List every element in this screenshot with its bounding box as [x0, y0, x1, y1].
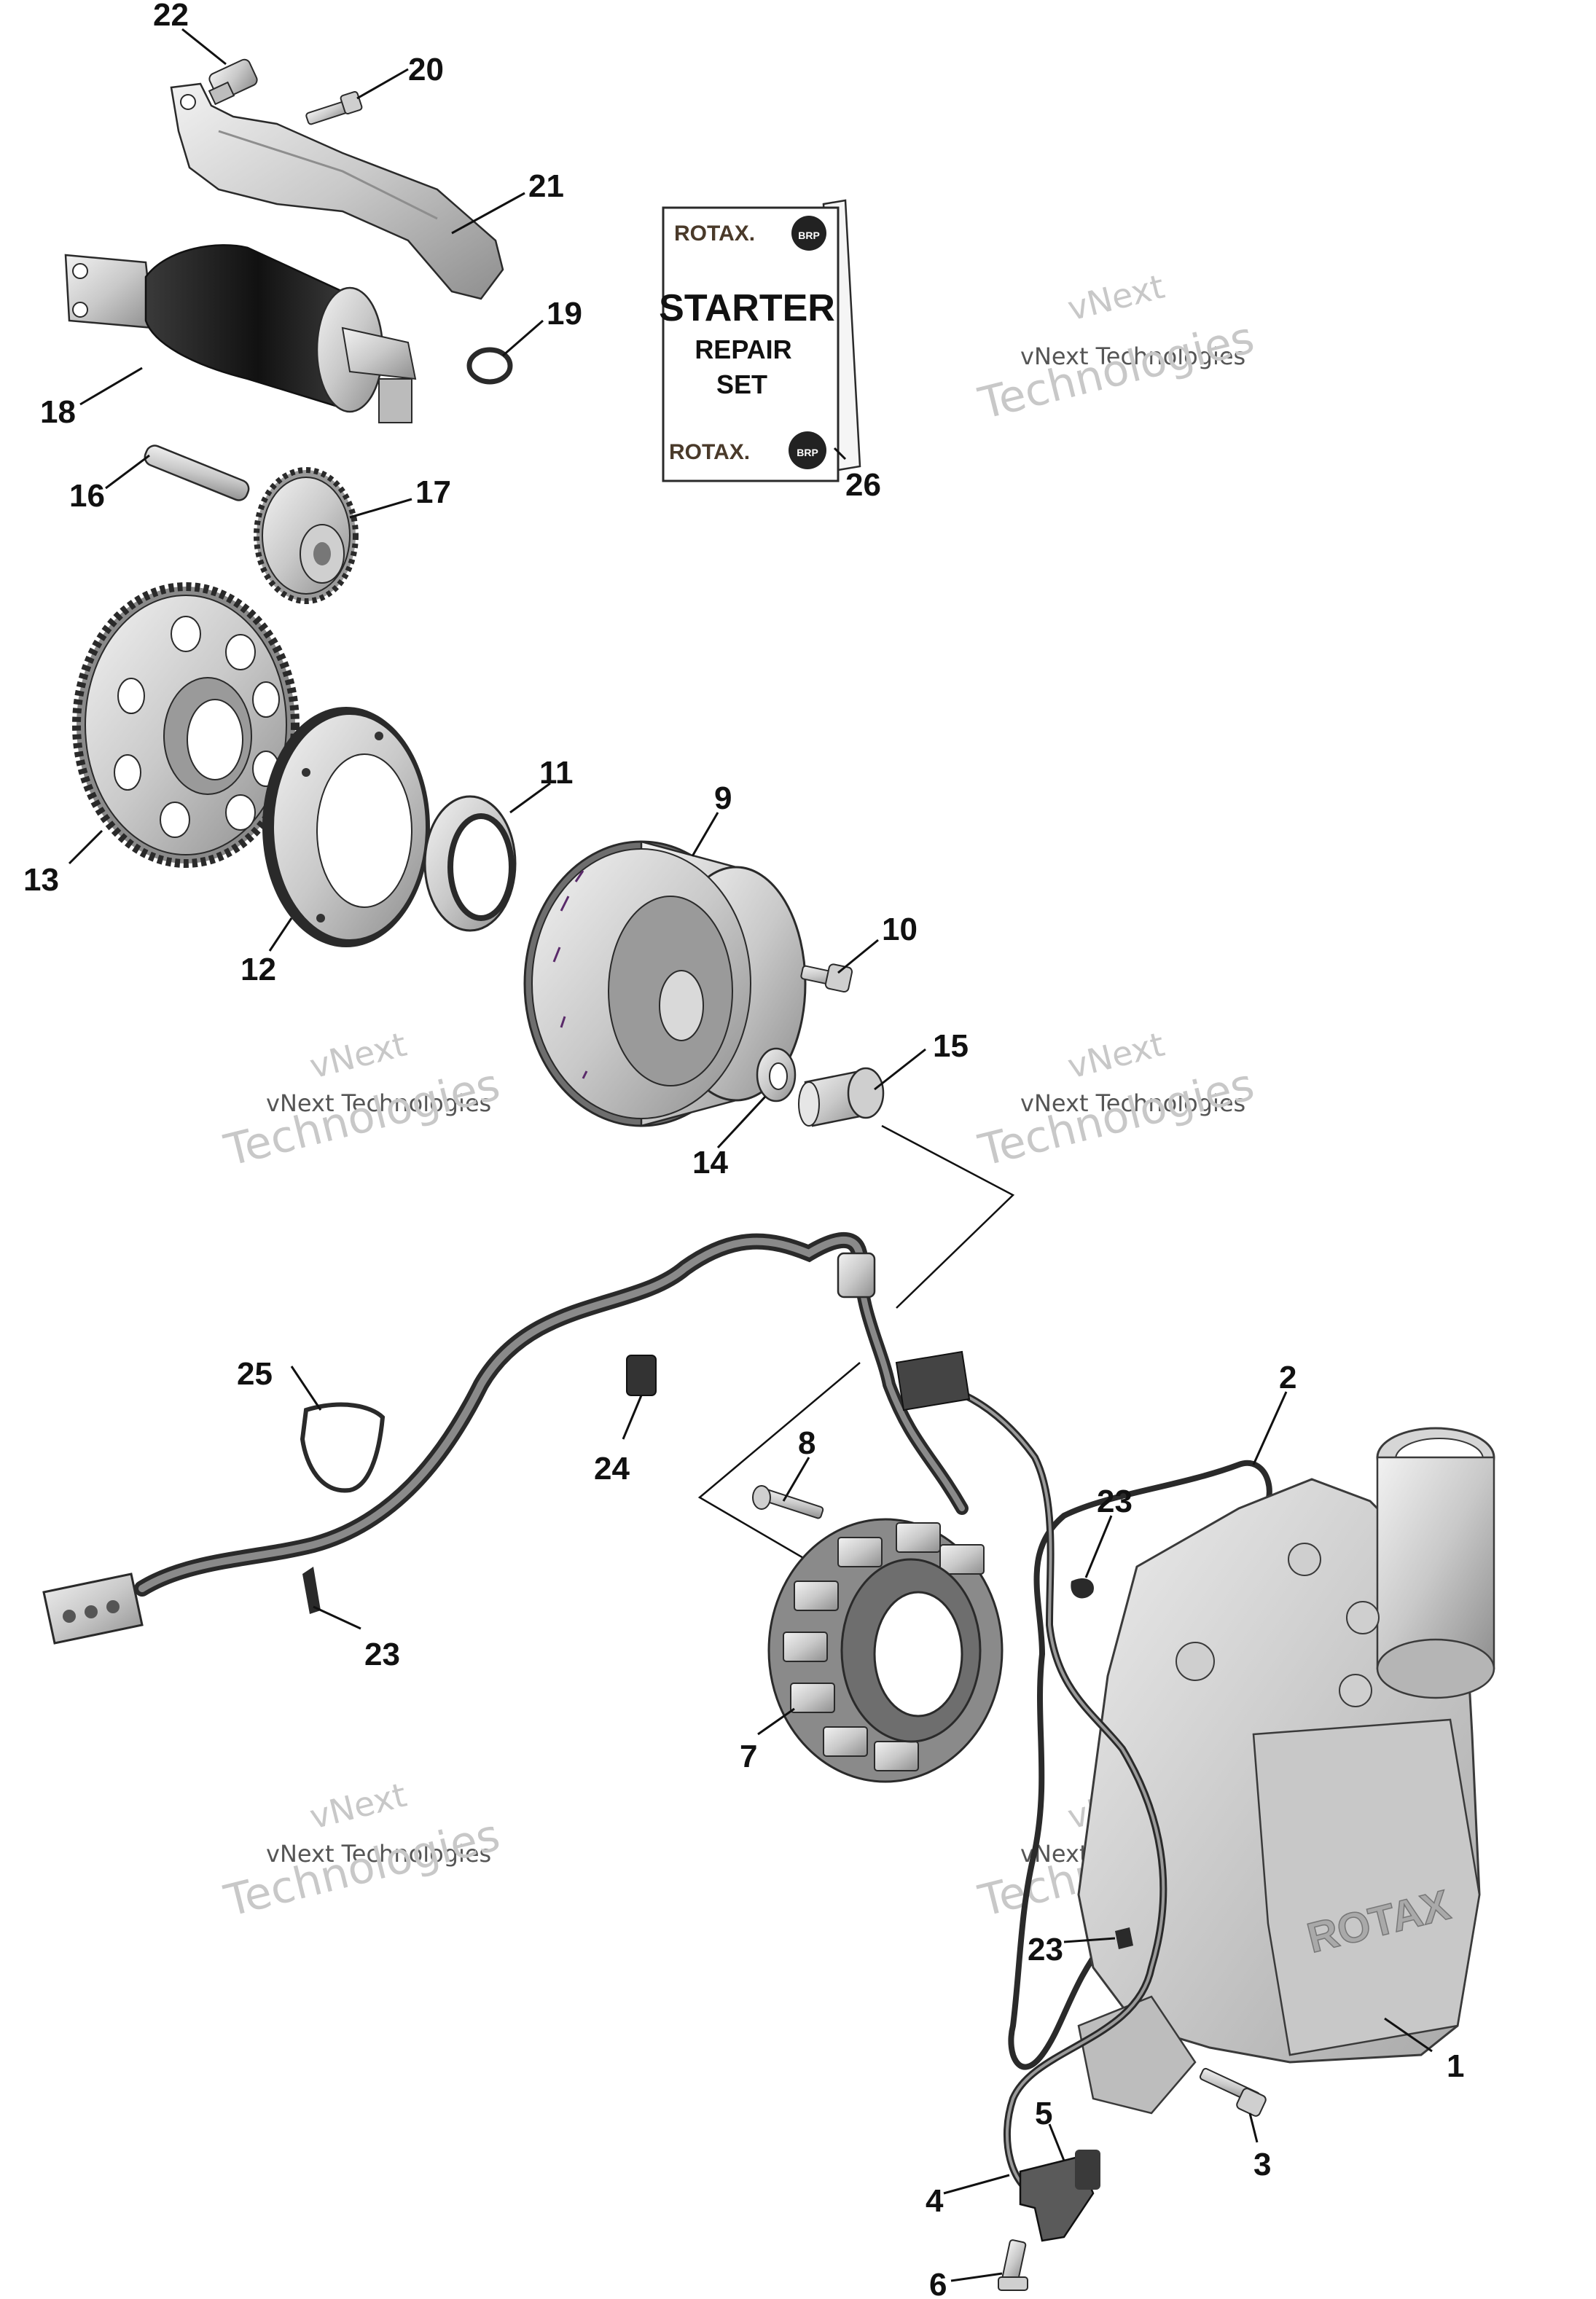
callout-23-upper[interactable]: 23 [1097, 1484, 1133, 1519]
kit-card-line3: SET [716, 369, 767, 399]
callout-9[interactable]: 9 [714, 780, 732, 816]
watermark-top-right: vNext vNext Technologies Technologies [974, 267, 1259, 430]
part-4-sensor-wire[interactable] [895, 1350, 1167, 2197]
svg-text:vNext Technologies: vNext Technologies [1020, 1089, 1245, 1117]
callout-11[interactable]: 11 [539, 755, 574, 791]
brp-badge-bottom [789, 431, 826, 469]
part-8-screw[interactable] [752, 1485, 824, 1519]
part-3-bolt[interactable] [1199, 2067, 1267, 2118]
callout-10[interactable]: 10 [882, 912, 918, 947]
callout-8[interactable]: 8 [798, 1425, 815, 1461]
part-18-starter-motor[interactable] [64, 244, 417, 423]
kit-card-line2: REPAIR [695, 334, 791, 364]
watermark-mid-right: vNext vNext Technologies Technologies [974, 1025, 1259, 1177]
callout-7[interactable]: 7 [740, 1739, 757, 1774]
callout-26[interactable]: 26 [845, 467, 881, 503]
kit-card-title: STARTER [659, 287, 835, 329]
callout-17[interactable]: 17 [415, 474, 451, 510]
part-26-repair-kit-card[interactable]: ROTAX. BRP STARTER REPAIR SET ROTAX. BRP [659, 199, 861, 482]
part-1-crankcase-cover[interactable]: ROTAX [1077, 1427, 1495, 2115]
watermark-mid-left: vNext vNext Technologies Technologies [219, 1025, 505, 1177]
part-10-bolt[interactable] [800, 963, 853, 993]
part-11-bearing-ring[interactable] [423, 795, 517, 932]
part-17-intermediate-gear[interactable] [254, 467, 359, 604]
part-21-bracket[interactable] [170, 82, 504, 300]
callout-3[interactable]: 3 [1253, 2147, 1271, 2182]
part-6-screw[interactable] [998, 2239, 1028, 2291]
callout-4[interactable]: 4 [926, 2183, 944, 2219]
callout-22[interactable]: 22 [153, 0, 189, 33]
part-14-washer[interactable] [756, 1047, 797, 1102]
part-9-rotor[interactable] [523, 840, 807, 1127]
part-13-ring-gear[interactable] [72, 582, 300, 868]
leader-lines [68, 28, 1433, 2282]
svg-text:Technologies: Technologies [974, 312, 1259, 429]
brp-badge-top [791, 216, 826, 251]
svg-text:vNext: vNext [1064, 267, 1168, 329]
kit-card-brand-top: ROTAX. [674, 222, 755, 246]
svg-text:vNext Technologies: vNext Technologies [1020, 342, 1245, 370]
callout-2[interactable]: 2 [1279, 1360, 1296, 1395]
part-23-clip-left[interactable] [302, 1567, 321, 1614]
callout-1[interactable]: 1 [1447, 2048, 1464, 2084]
callout-21[interactable]: 21 [528, 168, 564, 204]
callout-23-lower[interactable]: 23 [1028, 1932, 1063, 1967]
svg-text:BRP: BRP [797, 447, 818, 458]
svg-text:vNext Technologies: vNext Technologies [266, 1089, 491, 1117]
part-5-sensor[interactable] [1019, 2150, 1100, 2242]
svg-text:vNext: vNext [306, 1775, 410, 1837]
callout-14[interactable]: 14 [692, 1145, 728, 1180]
assembly-lines [697, 1124, 1015, 1575]
callout-13[interactable]: 13 [23, 862, 59, 898]
callout-20[interactable]: 20 [408, 52, 444, 87]
part-19-o-ring[interactable] [466, 347, 513, 385]
callout-15[interactable]: 15 [933, 1028, 969, 1064]
callout-6[interactable]: 6 [929, 2267, 947, 2299]
part-16-shaft[interactable] [142, 443, 251, 503]
watermark-bottom-left: vNext vNext Technologies Technologies [219, 1775, 505, 1927]
svg-text:vNext: vNext [1064, 1025, 1168, 1086]
svg-text:Technologies: Technologies [219, 1059, 505, 1176]
callout-16[interactable]: 16 [69, 478, 105, 514]
callout-24[interactable]: 24 [594, 1451, 630, 1487]
callout-12[interactable]: 12 [240, 952, 276, 987]
svg-text:Technologies: Technologies [219, 1809, 505, 1927]
callout-18[interactable]: 18 [40, 394, 76, 430]
part-22-bolt[interactable] [208, 58, 259, 106]
part-23-clip-upper[interactable] [1071, 1578, 1094, 1599]
svg-text:BRP: BRP [798, 230, 820, 241]
callout-labels: 22 20 21 19 18 16 17 26 13 12 11 9 10 15… [23, 0, 1464, 2299]
callout-25[interactable]: 25 [237, 1356, 273, 1392]
kit-card-brand-bottom: ROTAX. [669, 440, 750, 464]
svg-text:Technologies: Technologies [974, 1059, 1259, 1176]
part-12-clutch-plate[interactable] [262, 707, 430, 947]
part-15-sleeve[interactable] [798, 1067, 885, 1127]
part-20-screw[interactable] [305, 90, 363, 125]
callout-19[interactable]: 19 [547, 296, 582, 332]
part-7-stator[interactable] [767, 1518, 1004, 1783]
svg-text:vNext Technologies: vNext Technologies [266, 1840, 491, 1868]
part-23-clip-lower[interactable] [1115, 1927, 1133, 1949]
svg-text:vNext: vNext [306, 1025, 410, 1086]
callout-23-left[interactable]: 23 [364, 1637, 400, 1672]
part-25-cable-tie[interactable] [300, 1402, 386, 1493]
callout-5[interactable]: 5 [1035, 2096, 1052, 2131]
